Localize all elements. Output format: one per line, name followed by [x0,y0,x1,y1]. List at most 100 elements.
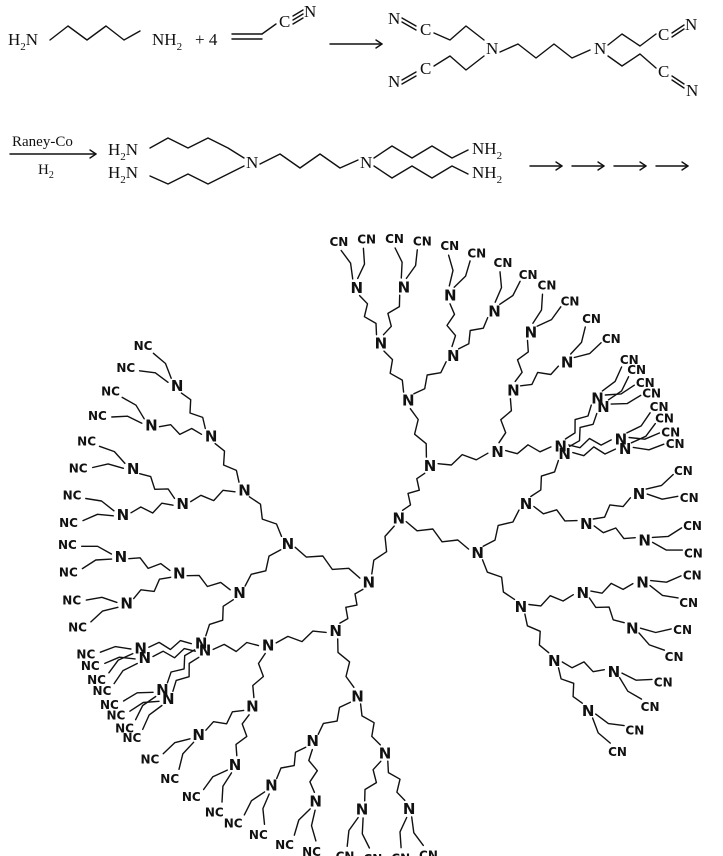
bond-chain [91,463,125,469]
bond-chain [604,384,635,396]
terminal-nc-label: NC [69,461,88,475]
bond-chain [401,472,426,511]
branch-n-label: N [619,440,632,458]
branch-n-label: N [548,652,561,670]
bond-chain [626,412,651,434]
bond-chain [649,584,679,599]
terminal-cn-label: CN [538,279,557,293]
bond-chain [81,558,113,570]
branch-n-label: N [233,584,246,602]
branch-n-label: N [120,595,133,613]
terminal-nc-label: NC [81,659,100,673]
raney-co-label: Raney-Co [12,134,73,150]
bond-chain [482,509,520,547]
branch-n-label: N [195,634,208,652]
bond-chain [308,748,318,793]
bond-chain [405,249,418,280]
terminal-nc-label: NC [115,721,134,735]
terminal-nc-label: NC [58,538,77,552]
branch-n-label: N [577,584,590,602]
bond-chain [601,366,623,392]
bond-chain [561,661,605,673]
bond-chain [166,649,196,684]
bond-chain [205,599,235,637]
bond-chain [138,370,169,383]
svg-text:H2N: H2N [108,163,138,186]
bond-chain [568,437,612,449]
terminal-cn-label: CN [391,852,410,856]
terminal-nc-label: NC [106,708,125,722]
bond-chain [437,452,489,466]
terminal-cn-label: CN [467,246,486,260]
terminal-nc-label: NC [76,647,95,661]
bond-chain [134,695,157,721]
svg-text:N: N [686,81,698,100]
bond-chain [639,627,672,634]
bond-chain [358,294,378,336]
tetraamine-structure: H2N H2N N N NH2 NH2 [108,137,502,186]
core-n-label: N [363,574,376,592]
terminal-cn-label: CN [329,235,348,249]
svg-text:N: N [685,15,697,34]
branch-n-label: N [403,800,416,818]
bond-chain [104,656,136,665]
bond-chain [99,645,132,653]
bond-chain [85,596,118,604]
svg-text:C: C [658,62,669,81]
repeat-arrows [529,161,689,171]
bond-chain [610,394,642,405]
terminal-cn-label: CN [440,239,459,253]
terminal-cn-label: CN [625,723,644,737]
reaction-row-1: H2N NH2 + 4 C N N C N [8,2,698,100]
bond-chain [317,701,352,735]
terminal-nc-label: NC [88,409,107,423]
branch-n-label: N [580,515,593,533]
branch-n-label: N [636,573,649,591]
branch-n-label: N [633,485,646,503]
terminal-cn-label: CN [627,363,646,377]
branch-n-label: N [309,793,322,811]
bond-chain [189,489,236,503]
bond-chain [113,662,138,685]
bond-chain [214,442,240,483]
bond-chain [533,505,578,522]
bond-chain [205,709,245,731]
branch-n-label: N [117,506,130,524]
terminal-cn-label: CN [665,650,684,664]
bond-chain [129,700,160,712]
terminal-cn-label: CN [608,745,627,759]
bond-chain [607,376,630,401]
terminal-nc-label: NC [224,816,243,830]
bond-chain [593,525,636,540]
bond-chain [621,672,653,681]
acrylonitrile-structure: C N [231,2,316,40]
terminal-cn-label: CN [683,568,702,582]
terminal-cn-label: CN [654,675,673,689]
terminal-cn-label: CN [684,547,703,561]
terminal-cn-label: CN [655,411,674,425]
branch-n-label: N [554,438,567,456]
svg-text:NH2: NH2 [472,163,502,186]
terminal-nc-label: NC [275,838,294,852]
bond-chain [514,339,529,383]
bond-chain [294,546,361,579]
bond-chain [499,280,521,305]
bond-chain [128,557,171,572]
terminal-nc-label: NC [63,489,82,503]
bond-chain [244,549,282,587]
bond-chain [130,502,174,514]
terminal-nc-label: NC [182,790,201,804]
bond-chain [252,652,266,699]
bond-chain [122,691,154,702]
bond-chain [243,791,266,816]
reaction-row-2: Raney-Co H2 H2N H2N N N NH2 NH2 [9,134,689,186]
branch-n-label: N [199,642,212,660]
terminal-cn-label: CN [419,849,438,856]
branch-n-label: N [402,392,415,410]
bond-chain [293,808,311,836]
branch-n-label: N [115,548,128,566]
bond-chain [346,816,359,847]
branch-n-label: N [351,279,364,297]
branch-n-label: N [597,398,610,416]
bond-chain [528,594,574,607]
